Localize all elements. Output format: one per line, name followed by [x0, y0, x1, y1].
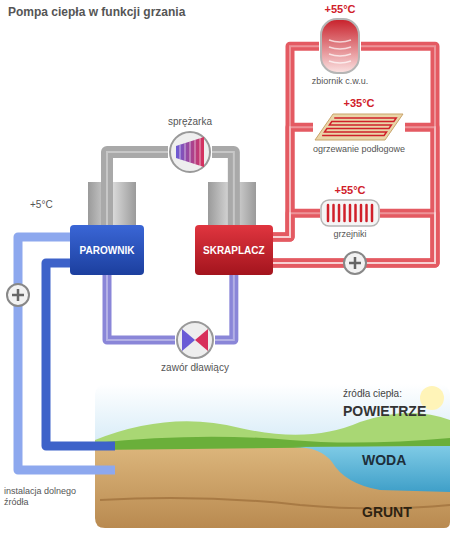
component-label: grzejniki [310, 229, 390, 240]
radiator-body [321, 200, 379, 226]
compressor-stripe [185, 143, 186, 161]
component-node: +35°C ogrzewanie podłogowe [298, 97, 420, 155]
compressor-stripe [200, 138, 201, 166]
source-name: WODA [362, 452, 406, 469]
valve-shape [175, 320, 215, 360]
tank-shape [319, 18, 361, 74]
pipe-highlight [273, 46, 319, 237]
pump-body [344, 252, 366, 274]
pipe-highlight [273, 213, 320, 237]
pipe-highlight [273, 127, 435, 263]
exchanger-label: PAROWNIK [80, 245, 135, 256]
circulation-pump [344, 252, 366, 274]
component-node: zawór dławiący [140, 318, 250, 374]
compressor-stripe [195, 140, 196, 165]
valve-symbol [175, 320, 215, 360]
diagram-title: Pompa ciepła w funkcji grzania [8, 5, 185, 19]
pipe-connector [273, 46, 435, 263]
radiator-fin [360, 205, 363, 221]
water-tank [321, 19, 359, 73]
tank-coil [329, 40, 351, 42]
tank-coil [329, 54, 351, 56]
pipe-connector [273, 213, 320, 237]
temperature-label: +35°C [298, 97, 420, 110]
compressor-stripe [180, 145, 181, 159]
soil [95, 446, 450, 528]
temperature-label: +55°C [310, 184, 390, 197]
exchanger-box: PAROWNIK [70, 225, 144, 275]
valve-cone-right [195, 329, 208, 351]
pipe-highlight [273, 46, 435, 263]
floor-shape [313, 112, 405, 142]
pipe-highlight [107, 152, 168, 225]
radiator-symbol [320, 199, 380, 227]
source-name: POWIETRZE [343, 403, 426, 420]
ground-scene [95, 384, 450, 528]
valve-cone-left [182, 329, 195, 351]
radiator-fin [332, 205, 335, 221]
sky [95, 384, 450, 456]
pipe-highlight [212, 152, 234, 225]
tank-symbol [319, 18, 361, 74]
pipe-connector [107, 152, 168, 225]
pipe-highlight [273, 127, 313, 237]
source-heading: źródła ciepła: [343, 388, 402, 400]
pump-cross [349, 257, 361, 269]
radiator-fin [343, 205, 346, 221]
source-name: GRUNT [362, 504, 412, 521]
temperature-label: +55°C [300, 3, 380, 16]
component-label: zbiornik c.w.u. [300, 76, 380, 87]
compressor-cone [176, 137, 204, 167]
component-label: ogrzewanie podłogowe [298, 144, 420, 155]
compressor-housing [170, 132, 210, 172]
pipe-connector [273, 127, 435, 263]
pipe-highlight [107, 275, 175, 340]
pump-cross [12, 289, 24, 301]
compressor-stripe [190, 141, 191, 162]
radiator-fin [371, 205, 374, 221]
radiator-fin [365, 205, 368, 221]
radiator-fin [349, 205, 352, 221]
temperature-label: +5°C [30, 199, 53, 211]
pump-body [7, 284, 29, 306]
compressor-shape [168, 130, 212, 174]
component-node: sprężarka [150, 116, 230, 176]
exchanger-box: SKRAPLACZ [195, 225, 273, 275]
floor-symbol [313, 112, 405, 142]
component-node: +55°C zbiornik c.w.u. [300, 3, 380, 87]
tank-coil [329, 47, 351, 49]
floor-heating-loop [322, 118, 396, 136]
water [290, 446, 450, 492]
circulation-pump [7, 284, 29, 306]
exchanger-label: SKRAPLACZ [203, 245, 265, 256]
pipe-connector [273, 46, 319, 237]
source-note: instalacja dolnego źródła [4, 486, 84, 508]
floor-slab [315, 114, 403, 140]
radiator-fin [338, 205, 341, 221]
radiator-shape [320, 199, 380, 227]
pipe-highlight [215, 275, 234, 340]
component-label: sprężarka [150, 116, 230, 128]
valve-housing [177, 322, 213, 358]
pipe-connector [107, 275, 175, 340]
component-label: zawór dławiący [140, 362, 250, 374]
pipe-connector [215, 275, 234, 340]
compressor-symbol [168, 130, 212, 174]
radiator-fin [354, 205, 357, 221]
pipe-connector [212, 152, 234, 225]
tank-coil [329, 61, 351, 63]
radiator-fin [327, 205, 330, 221]
component-node: +55°C grzejniki [310, 184, 390, 240]
